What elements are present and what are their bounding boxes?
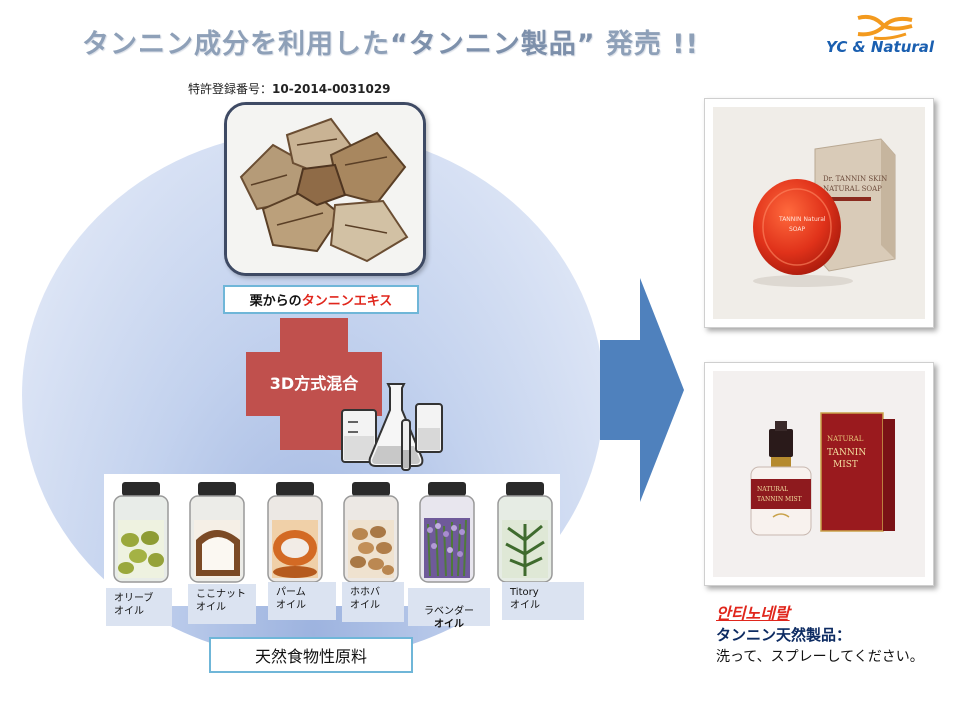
coconut-oil-jar [189, 482, 245, 583]
olive-oil-label: オリーブ オイル [106, 588, 172, 626]
product-subtitle: タンニン天然製品： [716, 626, 852, 644]
extract-highlight: タンニンエキス [301, 294, 393, 309]
soap-box-text: Dr. TANNIN SKIN [823, 175, 887, 183]
svg-text:NATURAL SOAP: NATURAL SOAP [823, 185, 882, 193]
arrow-right-icon [600, 278, 684, 502]
patent-value: 10-2014-0031029 [272, 82, 391, 96]
lavender-oil-label: ラベンダーオイル [408, 588, 490, 630]
svg-text:TANNIN: TANNIN [827, 448, 866, 458]
lavender-oil-label-line1: ラベンダー [424, 606, 474, 617]
company-logo: YC & Natural [826, 8, 946, 60]
titory-oil-label: Titory オイル [502, 582, 584, 620]
oil-jars-row: オリーブ オイル ここナット オイル パーム オイル ホホバ オイル ラベンダー… [104, 474, 584, 630]
palm-oil-jar [267, 482, 323, 583]
beakers-icon [341, 383, 443, 471]
mist-bottle-text: NATURAL [757, 486, 788, 493]
tannin-extract-label: 栗からのタンニンエキス [223, 285, 419, 314]
soap-product-image: Dr. TANNIN SKIN NATURAL SOAP TANNIN Natu… [704, 98, 934, 328]
olive-oil-jar [113, 482, 169, 583]
process-label: 3D方式混合 [269, 374, 359, 393]
svg-text:SOAP: SOAP [789, 226, 806, 233]
yc-logo-icon [857, 14, 913, 40]
extract-prefix: 栗からの [249, 294, 302, 309]
jojoba-oil-jar [343, 482, 399, 583]
soap-text: TANNIN Natural [778, 216, 826, 223]
product-description: 洗って、スプレーしてください。 [716, 649, 924, 665]
mist-box-text: NATURAL [827, 435, 864, 443]
title-prefix: タンニン成分を利用した [82, 29, 390, 60]
titory-oil-jar [497, 482, 553, 583]
patent-label: 特許登録番号： [188, 82, 273, 96]
coconut-oil-label: ここナット オイル [188, 584, 256, 624]
product-name: 안티노네랄 [716, 604, 790, 623]
jojoba-oil-label: ホホバ オイル [342, 582, 404, 622]
svg-text:TANNIN MIST: TANNIN MIST [757, 496, 802, 503]
patent-number: 特許登録番号：10-2014-0031029 [188, 80, 391, 97]
svg-text:MIST: MIST [833, 460, 858, 470]
chestnut-image [224, 102, 426, 276]
title-highlight: “タンニン製品” [390, 29, 596, 60]
mist-product-image: NATURAL TANNIN MIST NATURAL TANNIN MIST [704, 362, 934, 586]
page-title: タンニン成分を利用した“タンニン製品” 発売 !! [82, 22, 699, 61]
logo-text: YC & Natural [826, 38, 935, 56]
raw-materials-label: 天然食物性原料 [209, 637, 413, 673]
lavender-oil-jar [419, 482, 475, 583]
title-suffix: 発売 !! [605, 29, 699, 60]
palm-oil-label: パーム オイル [268, 582, 336, 620]
lavender-oil-label-line2: オイル [434, 619, 464, 630]
